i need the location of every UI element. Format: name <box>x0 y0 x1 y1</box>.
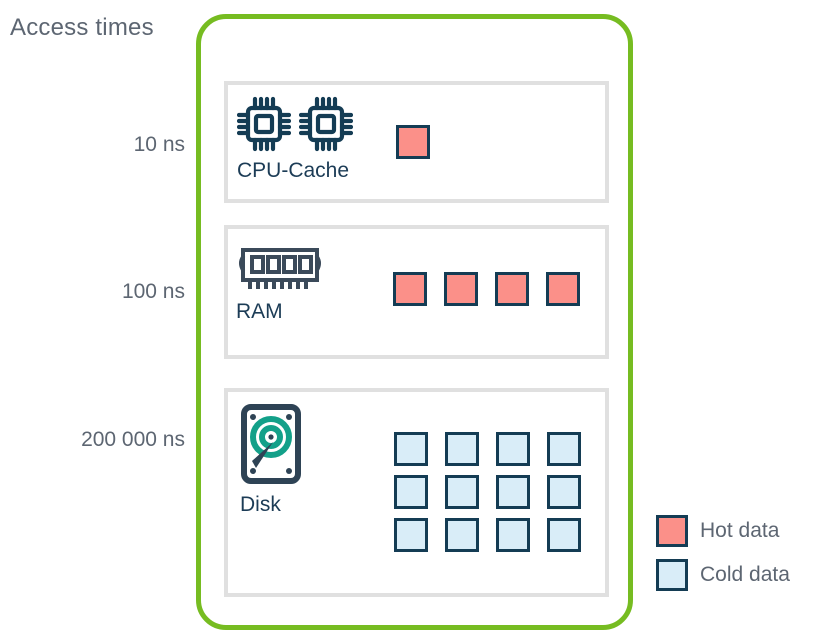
data-cell-cold <box>394 432 428 466</box>
data-cell-cold <box>394 475 428 509</box>
legend-item-cold: Cold data <box>656 559 790 591</box>
tier-icon-group-disk: Disk <box>240 404 304 517</box>
data-cell-cold <box>547 432 581 466</box>
tier-icon-group-ram: RAM <box>236 247 324 324</box>
hard-disk-icon <box>240 404 304 490</box>
data-cell-hot <box>546 272 580 306</box>
data-cell-cold <box>445 475 479 509</box>
data-cell-cold <box>547 475 581 509</box>
tier-label-ram: RAM <box>236 300 283 323</box>
data-cell-cold <box>445 432 479 466</box>
legend-swatch-hot <box>656 515 688 547</box>
access-time-label-ram: 100 ns <box>121 280 185 303</box>
page-title: Access times <box>10 14 154 41</box>
access-time-label-cpu-cache: 10 ns <box>133 133 185 156</box>
data-cell-cold <box>496 475 530 509</box>
legend-swatch-cold <box>656 559 688 591</box>
ram-stick-icon <box>236 248 324 297</box>
data-cell-hot <box>495 272 529 306</box>
legend: Hot data Cold data <box>656 515 790 603</box>
cpu-chip-icon-secondary <box>298 96 354 157</box>
data-cell-hot <box>444 272 478 306</box>
cpu-chip-icon <box>236 96 292 157</box>
data-cell-cold <box>496 518 530 552</box>
data-cell-cold <box>547 518 581 552</box>
tier-label-cpu-cache: CPU-Cache <box>237 159 350 182</box>
tier-icon-group-cpu-cache: CPU-Cache <box>236 96 354 183</box>
legend-label-cold: Cold data <box>700 563 790 586</box>
data-cell-hot <box>393 272 427 306</box>
data-cell-cold <box>445 518 479 552</box>
data-cell-cold <box>496 432 530 466</box>
legend-item-hot: Hot data <box>656 515 790 547</box>
access-time-label-disk: 200 000 ns <box>81 428 185 451</box>
tier-label-disk: Disk <box>240 493 281 516</box>
legend-label-hot: Hot data <box>700 519 780 542</box>
data-cell-hot <box>396 125 430 159</box>
data-cell-cold <box>394 518 428 552</box>
